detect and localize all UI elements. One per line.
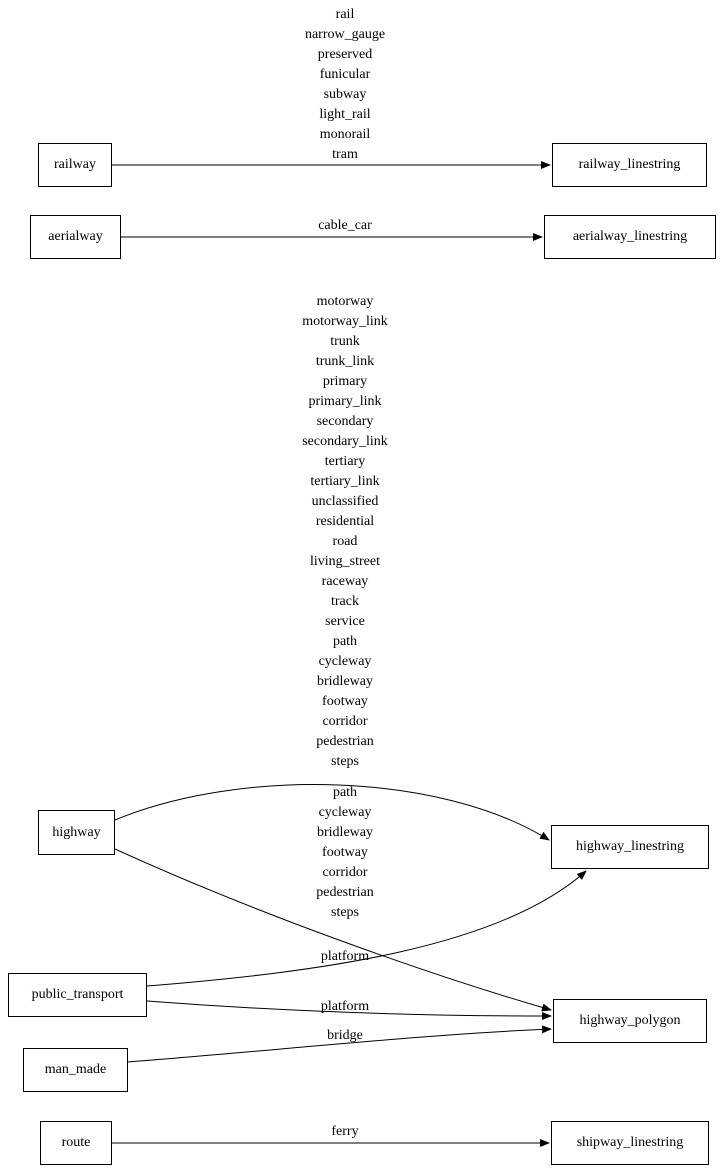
node-aerialway-label: aerialway (48, 229, 103, 244)
node-highway_linestring-label: highway_linestring (575, 839, 685, 854)
edge-label-man_made-types: bridge (327, 1028, 363, 1043)
node-aerialway_linestring-label: aerialway_linestring (572, 229, 688, 244)
edge-highway-to-highway_linestring (114, 784, 550, 841)
edge-highway-to-highway_polygon (114, 848, 552, 1012)
node-railway-label: railway (54, 157, 96, 172)
node-public_transport-label: public_transport (31, 987, 124, 1002)
node-route: route (40, 1121, 112, 1165)
edge-label-route-types: ferry (331, 1124, 359, 1139)
edge-man_made-to-highway_polygon (127, 1025, 552, 1063)
node-shipway_linestring-label: shipway_linestring (576, 1135, 684, 1150)
edge-label-aerialway-types: cable_car (318, 218, 372, 233)
edge-label-highway-polygon-types: path cycleway bridleway footway corridor… (316, 785, 374, 920)
node-public_transport: public_transport (8, 973, 147, 1017)
node-railway_linestring: railway_linestring (552, 143, 707, 187)
node-highway_linestring: highway_linestring (551, 825, 709, 869)
node-man_made-label: man_made (44, 1062, 107, 1077)
edge-label-highway-linestring-types: motorway motorway_link trunk trunk_link … (302, 294, 388, 769)
node-aerialway: aerialway (30, 215, 121, 259)
edge-public_transport-to-highway_polygon (146, 1000, 552, 1020)
edge-label-public_transport-linestring-types: platform (320, 949, 370, 964)
node-railway_linestring-label: railway_linestring (578, 157, 681, 172)
node-route-label: route (61, 1135, 91, 1150)
node-highway_polygon: highway_polygon (553, 999, 707, 1043)
edge-label-public_transport-polygon-types: platform (320, 999, 370, 1014)
node-man_made: man_made (23, 1048, 128, 1092)
edge-public_transport-to-highway_linestring (146, 870, 587, 987)
edge-label-railway-types: rail narrow_gauge preserved funicular su… (304, 7, 386, 162)
node-highway-label: highway (52, 824, 101, 840)
node-highway_polygon-label: highway_polygon (579, 1013, 681, 1028)
node-highway: highway (38, 810, 115, 855)
node-shipway_linestring: shipway_linestring (551, 1121, 709, 1165)
node-railway: railway (38, 143, 112, 187)
node-aerialway_linestring: aerialway_linestring (544, 215, 716, 259)
